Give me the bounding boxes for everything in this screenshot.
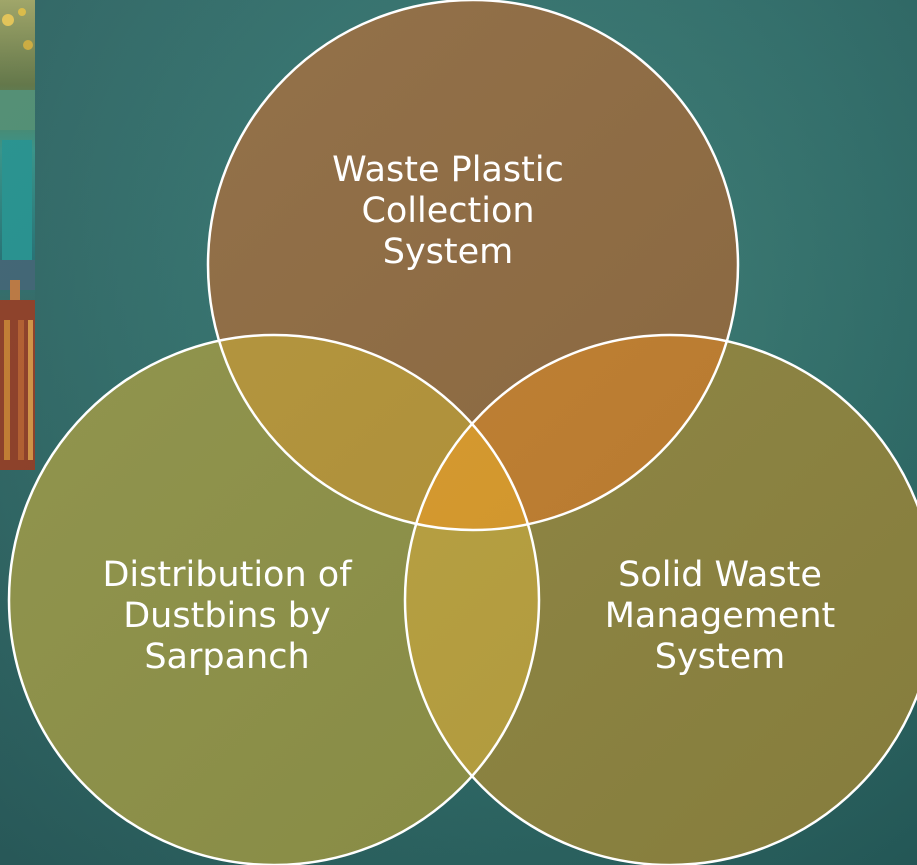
label-top-line-3: System	[382, 232, 514, 272]
label-left-line-1: Distribution of	[102, 555, 352, 595]
circle-top-outline	[206, 0, 740, 532]
label-solid-waste-management: Solid Waste Management System	[560, 555, 880, 678]
label-right-line-1: Solid Waste	[618, 555, 822, 595]
label-top-line-1: Waste Plastic	[332, 150, 564, 190]
label-right-line-3: System	[654, 637, 786, 677]
label-right-line-2: Management	[604, 596, 836, 636]
label-left-line-2: Dustbins by	[123, 596, 331, 636]
label-waste-plastic-collection: Waste Plastic Collection System	[323, 150, 573, 273]
label-top-line-2: Collection	[361, 191, 535, 231]
circle-left-outline	[7, 333, 541, 865]
label-distribution-of-dustbins: Distribution of Dustbins by Sarpanch	[62, 555, 392, 678]
circle-right-outline	[403, 333, 917, 865]
label-left-line-3: Sarpanch	[144, 637, 310, 677]
